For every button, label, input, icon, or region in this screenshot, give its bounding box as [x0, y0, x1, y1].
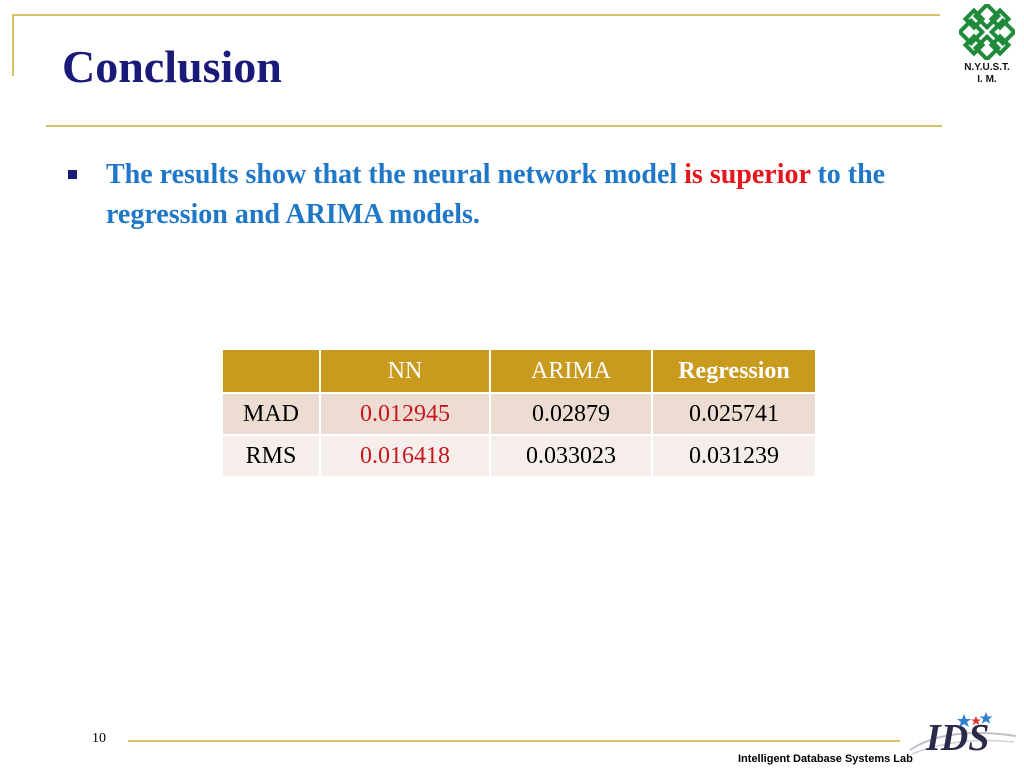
- blue-star-icon: [957, 714, 971, 727]
- red-star-icon: [971, 716, 981, 725]
- header-cell-nn: NN: [319, 348, 491, 394]
- bullet-point: The results show that the neural network…: [68, 155, 968, 235]
- cell-nn: 0.012945: [319, 392, 491, 436]
- table-row: RMS 0.016418 0.033023 0.031239: [221, 434, 817, 478]
- results-table: NN ARIMA Regression MAD 0.012945 0.02879…: [221, 348, 817, 478]
- header-cell-regression: Regression: [651, 348, 817, 394]
- logo-line-1: N.Y.U.S.T.: [964, 62, 1010, 73]
- lab-name: Intelligent Database Systems Lab: [738, 753, 913, 765]
- cell-regression: 0.031239: [651, 434, 817, 478]
- square-bullet-icon: [68, 170, 77, 179]
- cell-arima: 0.02879: [489, 392, 653, 436]
- row-label: RMS: [221, 434, 321, 478]
- nyust-emblem-icon: [959, 4, 1015, 60]
- table-header-row: NN ARIMA Regression: [221, 348, 817, 394]
- row-label: MAD: [221, 392, 321, 436]
- page-number: 10: [92, 731, 106, 746]
- bullet-text-start: The results show that the neural network…: [106, 159, 685, 190]
- cell-arima: 0.033023: [489, 434, 653, 478]
- title-underline: [46, 125, 942, 127]
- frame-top-rule: [12, 14, 940, 16]
- logo-line-2: I. M.: [977, 74, 997, 85]
- header-cell-empty: [221, 348, 321, 394]
- university-logo: N.Y.U.S.T. I. M.: [955, 4, 1019, 85]
- bullet-text-end: to the regression and ARIMA models.: [106, 159, 886, 230]
- blue-star-icon: [979, 712, 993, 724]
- header-cell-arima: ARIMA: [489, 348, 653, 394]
- frame-left-rule: [12, 14, 14, 76]
- table-row: MAD 0.012945 0.02879 0.025741: [221, 392, 817, 436]
- cell-nn: 0.016418: [319, 434, 491, 478]
- bullet-highlight: is superior: [684, 159, 811, 190]
- bullet-text: The results show that the neural network…: [106, 155, 968, 235]
- footer-rule: [128, 740, 900, 742]
- ids-lab-logo-icon: IDS: [909, 712, 1017, 759]
- lab-logo-text: IDS: [925, 717, 989, 759]
- cell-regression: 0.025741: [651, 392, 817, 436]
- slide-title: Conclusion: [62, 41, 282, 92]
